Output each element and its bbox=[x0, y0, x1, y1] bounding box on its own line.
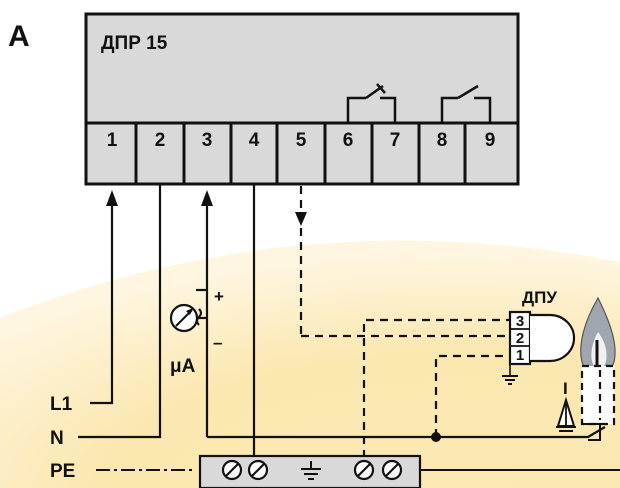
terminal-2: 2 bbox=[155, 130, 166, 151]
label-l1: L1 bbox=[50, 394, 73, 415]
meter-minus: – bbox=[213, 333, 222, 352]
panel-label: A bbox=[8, 20, 30, 53]
sensor-pin-1: 1 bbox=[516, 347, 524, 364]
relay-contact-6-7 bbox=[346, 83, 397, 123]
terminal-3: 3 bbox=[202, 130, 213, 151]
terminal-numbers: 1 2 3 4 5 6 7 8 9 bbox=[107, 130, 496, 151]
sensor-title: ДПУ bbox=[522, 288, 557, 307]
meter-label: μA bbox=[170, 356, 196, 377]
wire-sensor-pin1-dashed bbox=[434, 354, 510, 437]
device-dpr15: ДПР 15 1 2 3 4 5 6 7 8 9 bbox=[84, 12, 520, 186]
screw-terminal-icon bbox=[247, 459, 269, 481]
terminal-6: 6 bbox=[343, 130, 354, 151]
flame-icon bbox=[580, 296, 616, 441]
screw-terminal-icon bbox=[221, 459, 243, 481]
pe-terminal-block bbox=[198, 454, 422, 488]
device-title: ДПР 15 bbox=[101, 33, 168, 54]
sensor-pin-3: 3 bbox=[516, 313, 524, 330]
wire-sensor-pin3-dashed bbox=[362, 318, 510, 458]
label-n: N bbox=[50, 428, 64, 449]
wire-terminal-5-dashed bbox=[295, 186, 510, 338]
terminal-4: 4 bbox=[249, 130, 260, 151]
relay-contact-8-9 bbox=[440, 84, 492, 123]
ground-symbol-icon bbox=[301, 461, 321, 480]
ignition-label: I bbox=[563, 379, 568, 398]
screw-terminal-icon bbox=[381, 459, 403, 481]
sensor-dpu: ДПУ 3 2 1 bbox=[502, 288, 576, 385]
wire-terminal-3 bbox=[196, 190, 213, 437]
wire-l1 bbox=[90, 190, 118, 405]
ignition-electrode-icon: I bbox=[556, 379, 576, 432]
sensor-pin-2: 2 bbox=[516, 330, 524, 347]
terminal-9: 9 bbox=[485, 130, 496, 151]
terminal-8: 8 bbox=[437, 130, 448, 151]
flame-zone-background bbox=[0, 240, 620, 488]
screw-terminal-icon bbox=[353, 459, 375, 481]
terminal-7: 7 bbox=[390, 130, 401, 151]
label-pe: PE bbox=[50, 461, 75, 482]
meter-plus: + bbox=[214, 287, 224, 306]
terminal-5: 5 bbox=[296, 130, 307, 151]
microammeter: + – μA bbox=[169, 287, 224, 377]
wire-n bbox=[78, 184, 162, 439]
terminal-1: 1 bbox=[107, 130, 118, 151]
